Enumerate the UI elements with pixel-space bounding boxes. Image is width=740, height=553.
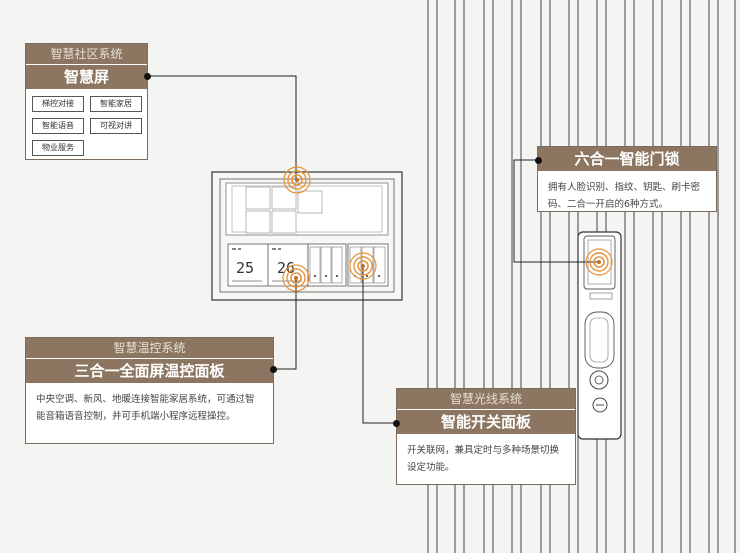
- ring-door-lock: [585, 248, 613, 276]
- wall-panel: 25 26: [211, 171, 403, 301]
- thermostat-callout: 智慧温控系统 三合一全面屏温控面板 中央空调、新风、地暖连接智能家居系统，可通过…: [25, 337, 274, 444]
- lighting-callout: 智慧光线系统 智能开关面板 开关联网，兼具定时与多种场景切换设定功能。: [396, 388, 576, 485]
- dot-thermostat: [270, 366, 277, 373]
- ring-switch: [349, 252, 377, 280]
- smart-screen-system: 智慧社区系统: [26, 44, 147, 64]
- dot-smart-screen: [144, 73, 151, 80]
- target-rings: [282, 166, 613, 292]
- tag-elevator: 梯控对接: [32, 96, 84, 112]
- tag-voice: 智能语音: [32, 118, 84, 134]
- ring-thermostat: [282, 264, 310, 292]
- lighting-system: 智慧光线系统: [397, 389, 575, 409]
- thermostat-title: 三合一全面屏温控面板: [26, 358, 273, 383]
- lighting-desc: 开关联网，兼具定时与多种场景切换设定功能。: [407, 445, 560, 473]
- door-lock-illustration: [577, 231, 622, 440]
- smart-screen-callout: 智慧社区系统 智慧屏 梯控对接 智能家居 智能语音 可视对讲 物业服务: [25, 43, 148, 160]
- smart-screen-title: 智慧屏: [26, 64, 147, 89]
- smart-screen-tags: 梯控对接 智能家居 智能语音 可视对讲 物业服务: [26, 89, 147, 163]
- tag-smart-home: 智能家居: [90, 96, 142, 112]
- door-lock-callout: 六合一智能门锁 拥有人脸识别、指纹、钥匙、刷卡密码、二合一开启的6种方式。: [537, 146, 717, 212]
- thermostat-left-temp: 25: [236, 259, 254, 277]
- dot-lighting: [393, 420, 400, 427]
- door-lock-desc: 拥有人脸识别、指纹、钥匙、刷卡密码、二合一开启的6种方式。: [548, 182, 701, 210]
- lighting-title: 智能开关面板: [397, 409, 575, 434]
- ring-smart-screen: [283, 166, 311, 194]
- connector-lines: [147, 75, 598, 424]
- door-lock-title: 六合一智能门锁: [538, 147, 716, 171]
- tag-intercom: 可视对讲: [90, 118, 142, 134]
- dot-door-lock: [535, 157, 542, 164]
- thermostat-right-temp: 26: [277, 259, 295, 277]
- thermostat-system: 智慧温控系统: [26, 338, 273, 358]
- tag-property: 物业服务: [32, 140, 84, 156]
- thermostat-desc: 中央空调、新风、地暖连接智能家居系统，可通过智能音箱语音控制，并可手机端小程序远…: [36, 394, 255, 422]
